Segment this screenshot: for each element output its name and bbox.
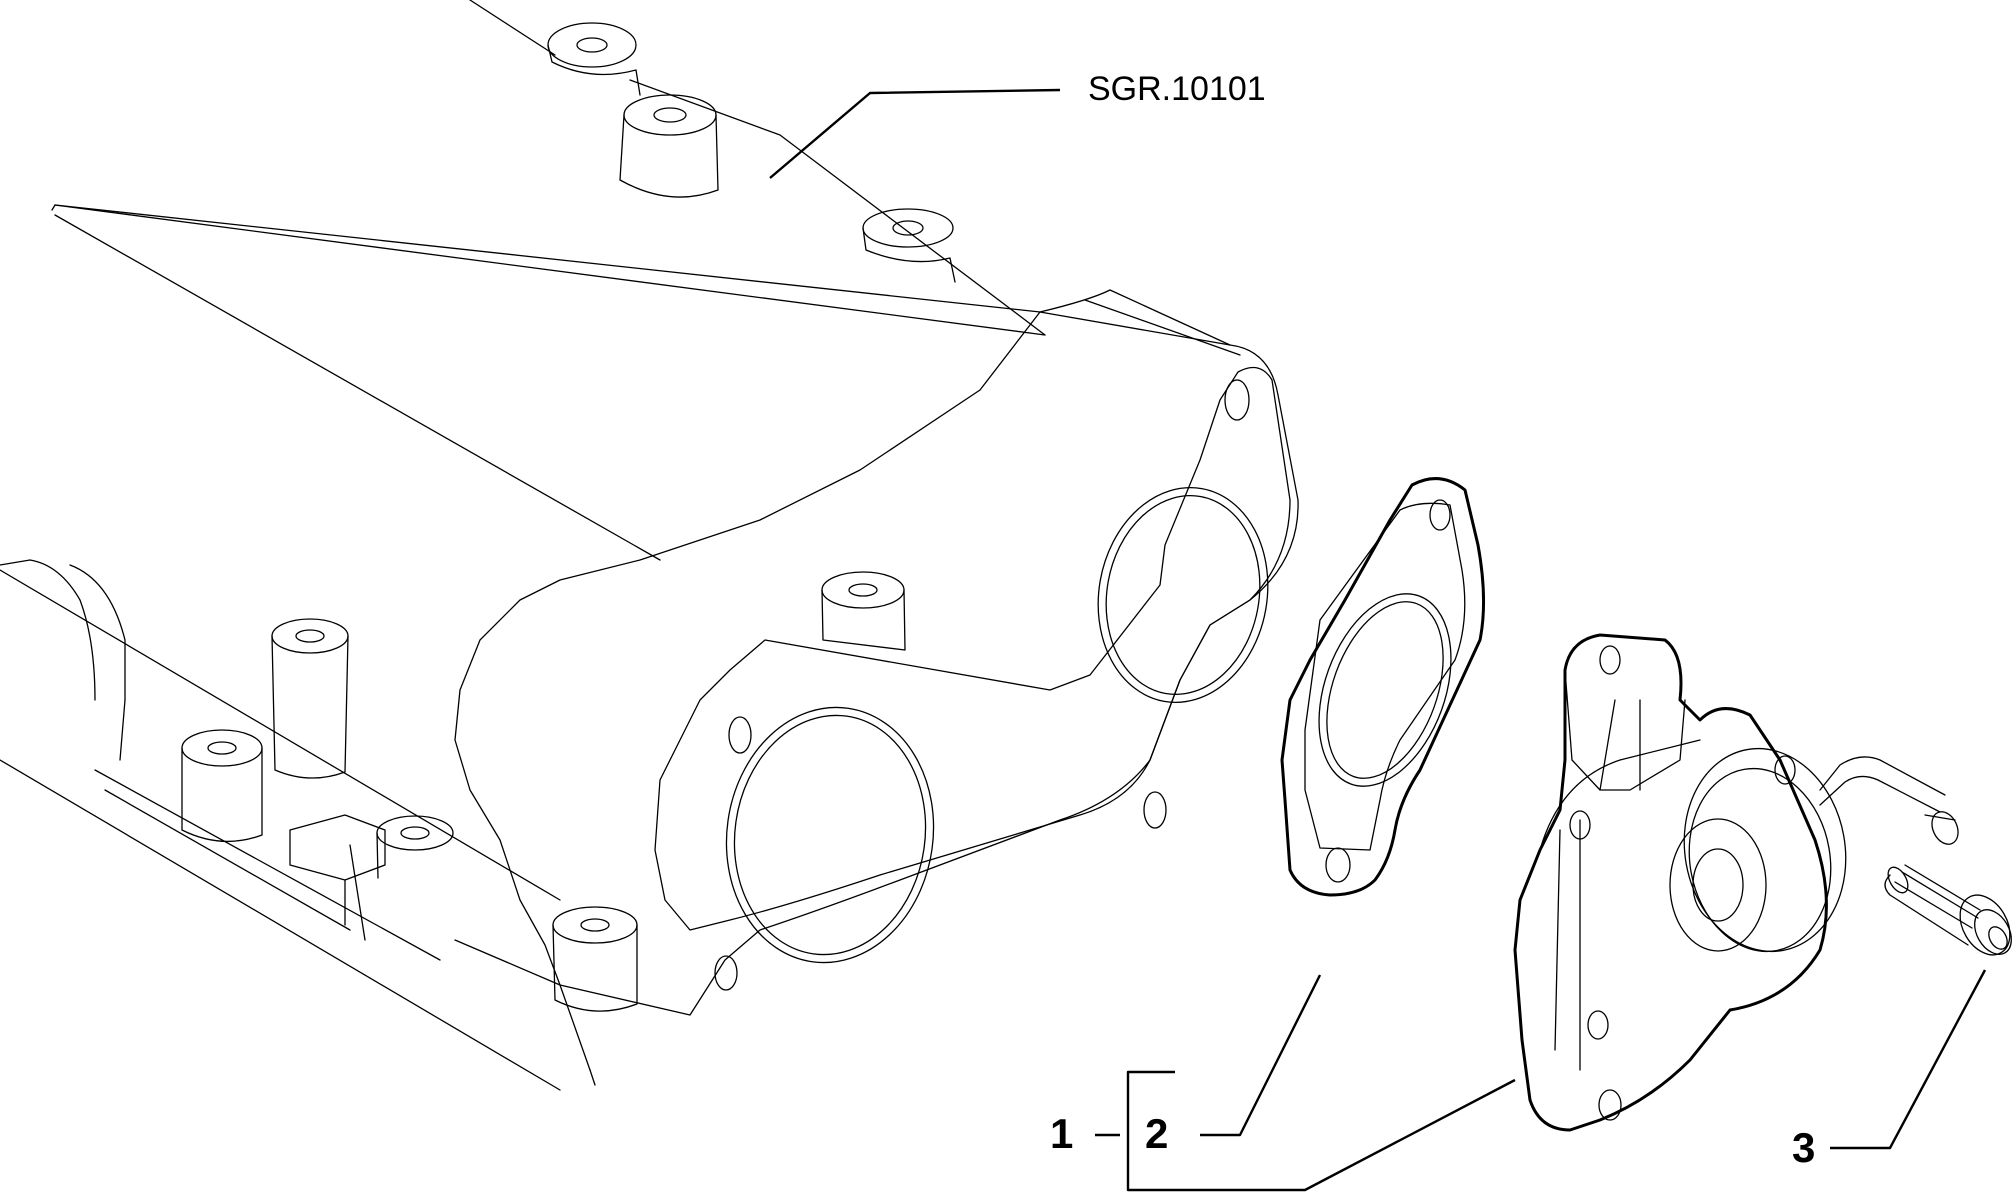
callout-2: 2 — [1145, 1110, 1168, 1157]
reference-label: SGR.10101 — [1088, 70, 1266, 108]
gasket-drawing — [1280, 477, 1486, 897]
vacuum-pump-drawing — [1513, 633, 1959, 1132]
manifold-body-drawing — [0, 0, 1299, 1091]
callout-1: 1 — [1050, 1110, 1073, 1157]
leader-lines — [769, 88, 1987, 1192]
callout-3: 3 — [1792, 1124, 1815, 1171]
screw-drawing — [1884, 864, 2012, 956]
